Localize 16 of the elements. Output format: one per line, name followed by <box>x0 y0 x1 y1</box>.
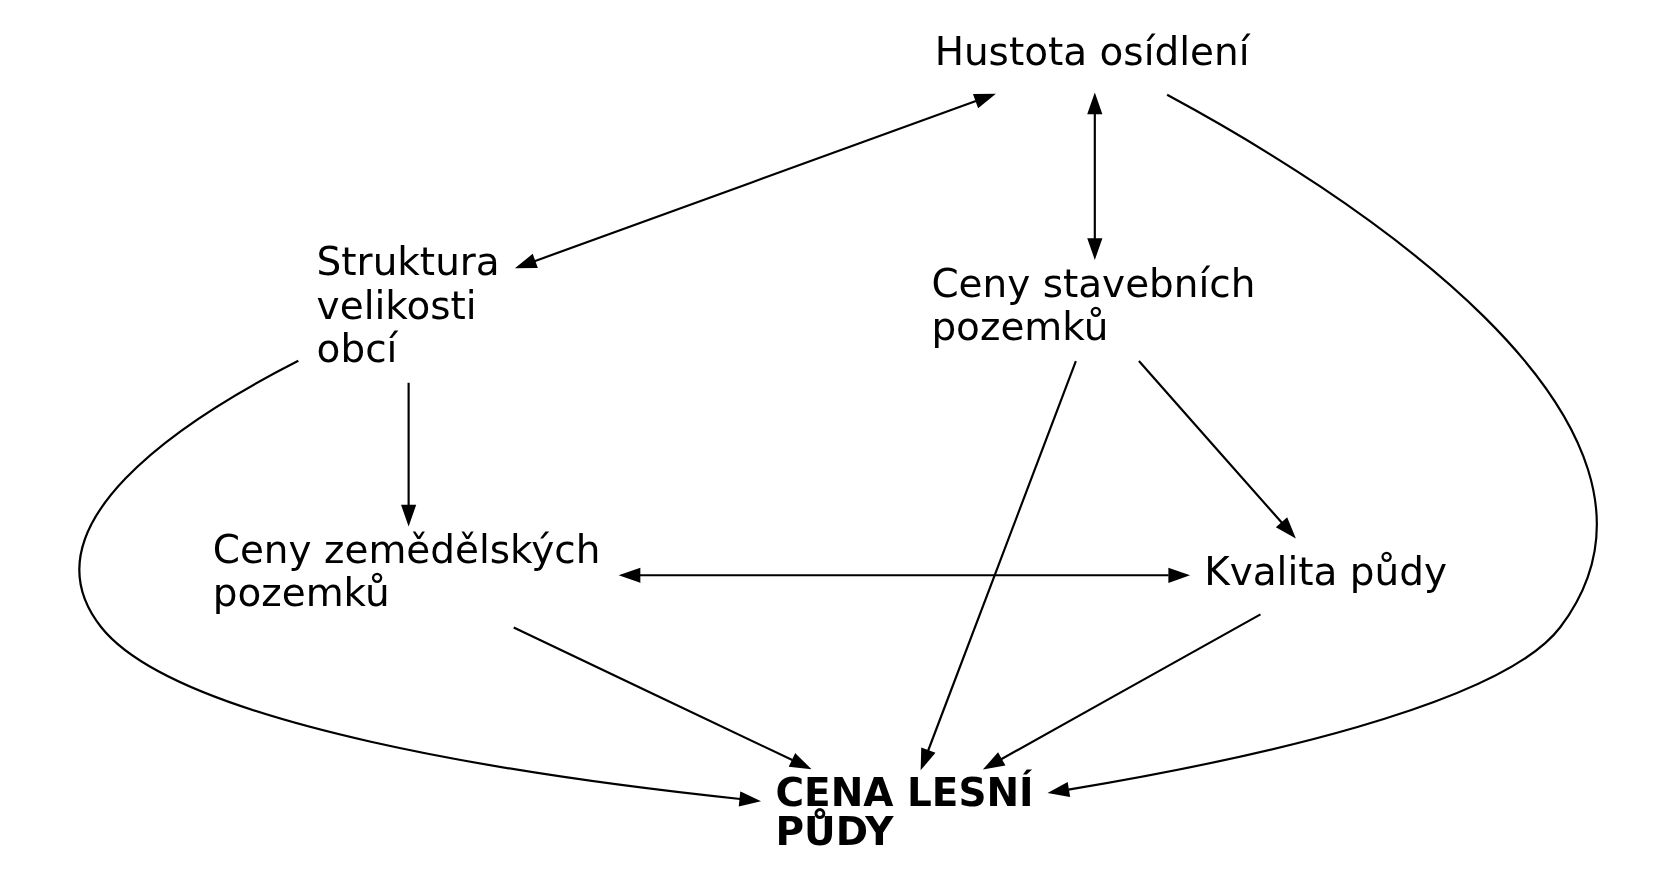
arrow <box>920 360 1077 771</box>
arrow <box>1086 92 1102 260</box>
arrow <box>78 359 761 807</box>
node-text: Ceny stavebních pozemků <box>930 260 1255 350</box>
arrow <box>400 382 416 527</box>
node-text: Ceny zemědělských pozemků <box>212 527 600 616</box>
arrow <box>512 626 812 770</box>
node-text: CENA LESNÍ PŮDY <box>775 769 1034 854</box>
arrow <box>1137 360 1296 539</box>
arrow <box>618 567 1190 583</box>
node-text: Hustota osídlení <box>934 29 1250 75</box>
node-text: Kvalita půdy <box>1203 548 1447 594</box>
arrow <box>1047 93 1598 798</box>
arrow <box>514 93 996 269</box>
arrow <box>982 613 1261 770</box>
node-text: Struktura velikosti obcí <box>316 239 500 371</box>
